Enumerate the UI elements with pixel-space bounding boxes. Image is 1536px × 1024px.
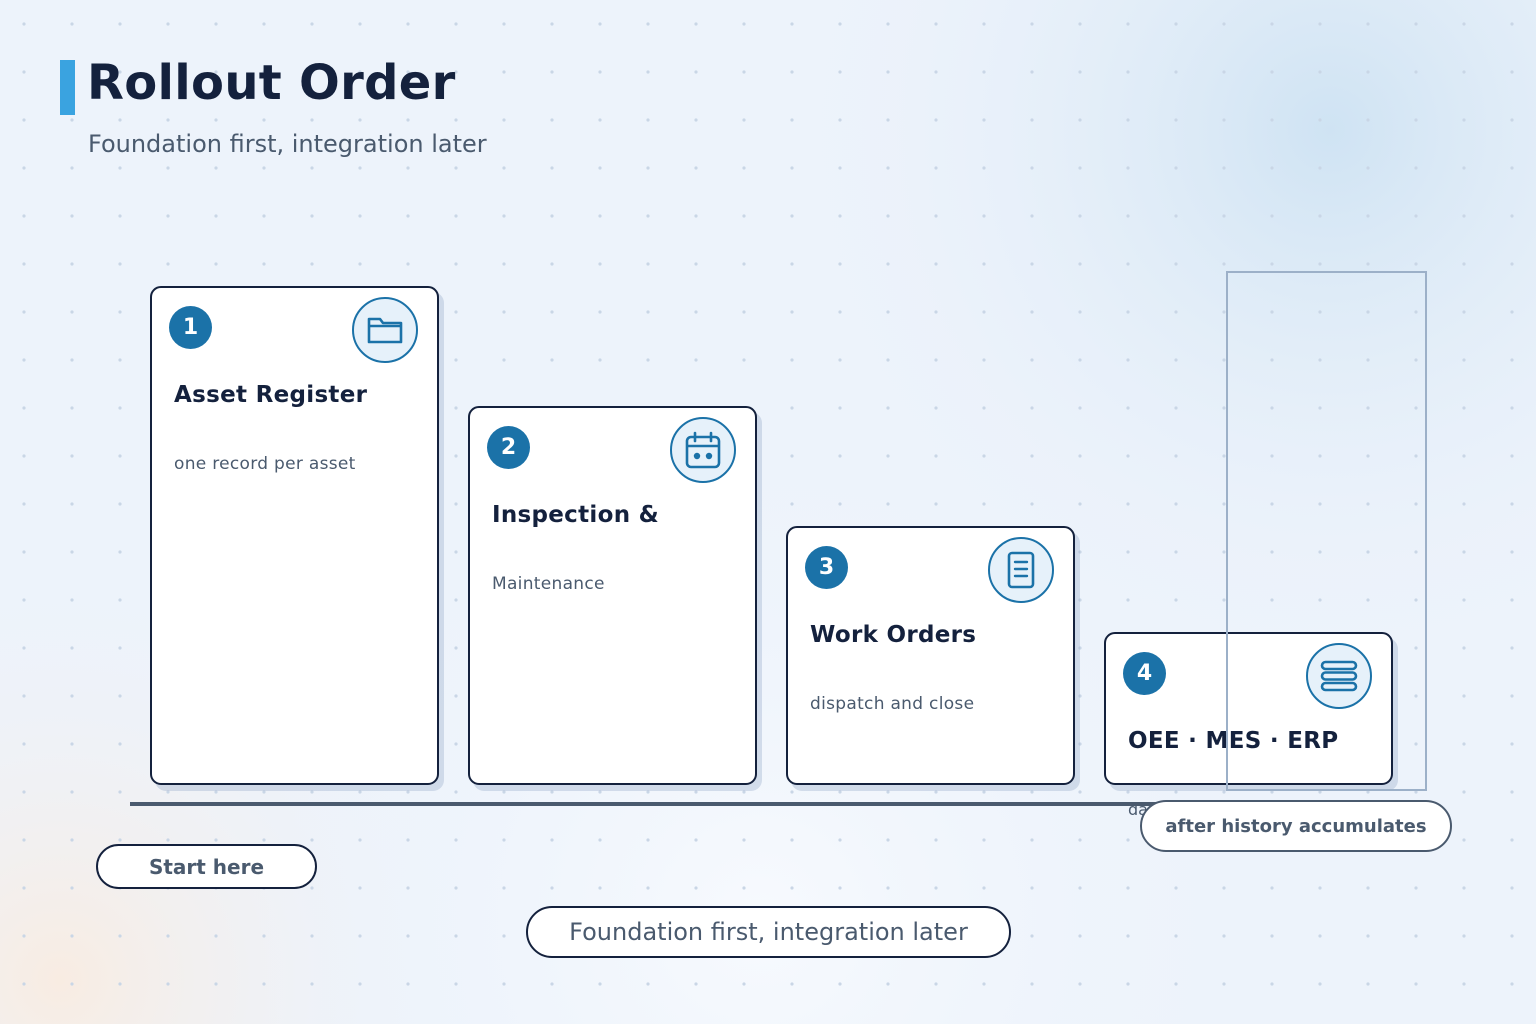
page-title: Rollout Order: [87, 55, 456, 111]
step-description: Maintenance: [492, 574, 605, 594]
step-title: Asset Register: [174, 382, 368, 408]
stack-icon: [1306, 643, 1372, 709]
step-card-oee-mes-erp[interactable]: 4 OEE · MES · ERP: [1104, 632, 1393, 785]
step-description: one record per asset: [174, 454, 356, 474]
step-number-badge: 1: [169, 306, 212, 349]
page-subtitle: Foundation first, integration later: [88, 130, 487, 158]
step-card-asset-register[interactable]: 1 Asset Register one record per asset: [150, 286, 439, 785]
document-icon: [988, 537, 1054, 603]
title-accent-bar: [60, 60, 75, 115]
step-title: Inspection &: [492, 502, 660, 528]
start-here-label: Start here: [96, 844, 317, 889]
step-description: dispatch and close: [810, 694, 975, 714]
calendar-icon: [670, 417, 736, 483]
step-number-badge: 4: [1123, 652, 1166, 695]
step-title: Work Orders: [810, 622, 977, 648]
after-history-label: after history accumulates: [1140, 800, 1452, 852]
timeline-baseline: [130, 802, 1190, 806]
folder-icon: [352, 297, 418, 363]
footer-caption: Foundation first, integration later: [526, 906, 1011, 958]
step-title: OEE · MES · ERP: [1128, 728, 1339, 754]
step-number-badge: 2: [487, 426, 530, 469]
step-number-badge: 3: [805, 546, 848, 589]
step-card-work-orders[interactable]: 3 Work Orders dispatch and close: [786, 526, 1075, 785]
step-card-inspection-maintenance[interactable]: 2 Inspection & Maintenance: [468, 406, 757, 785]
